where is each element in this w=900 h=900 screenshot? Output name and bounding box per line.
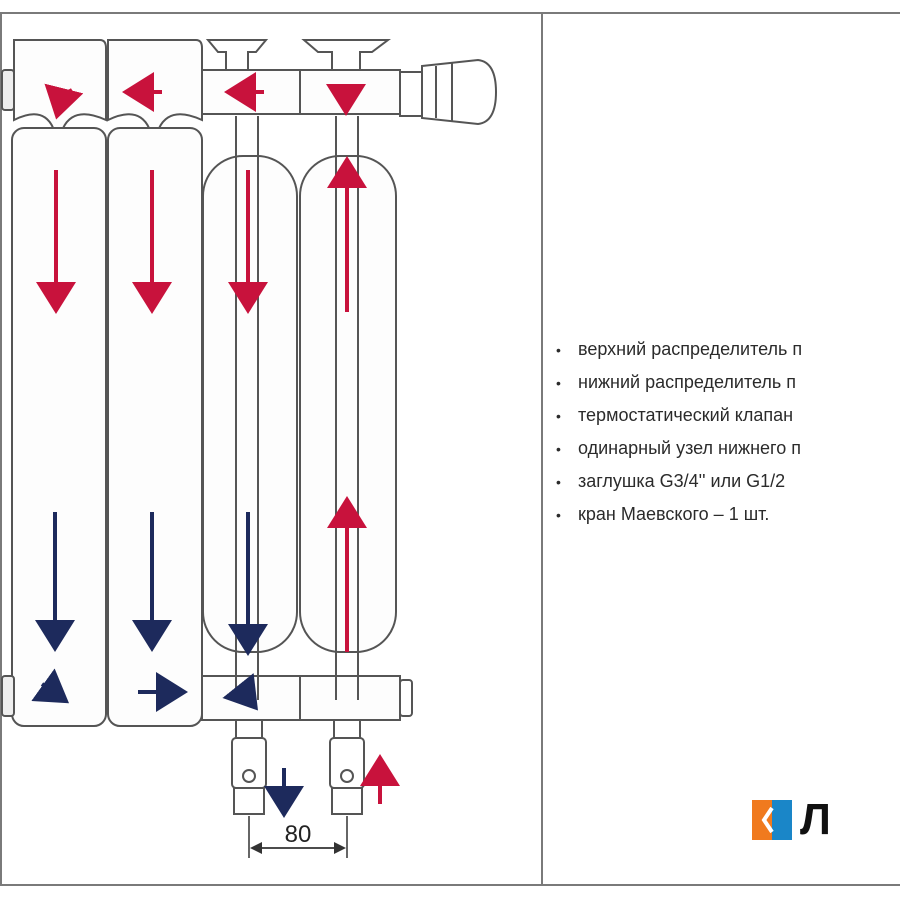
thermostatic-valve-icon (399, 58, 498, 126)
radiator-section-1 (11, 39, 107, 727)
radiator-diagram: 80 (1, 39, 498, 858)
radiator-section-3 (201, 69, 301, 721)
list-item: •заглушка G3/4'' или G1/2 (556, 471, 786, 491)
flow-arrow (44, 83, 84, 120)
return-flow-arrows (31, 512, 304, 818)
side-plugs (1, 69, 15, 717)
list-item: •нижний распределитель п (556, 372, 797, 392)
supply-flow-arrows (36, 72, 400, 804)
list-item: •термостатический клапан (556, 405, 794, 425)
dimension-label: 80 (285, 821, 312, 848)
figure-frame (0, 12, 900, 886)
radiator-section-4 (299, 69, 401, 721)
list-item: •кран Маевского – 1 шт. (556, 504, 770, 524)
dimension-line (248, 816, 348, 858)
spec-list: •верхний распределитель п •нижний распре… (556, 333, 802, 531)
left-border (0, 12, 2, 886)
panel-divider (541, 12, 543, 886)
inner-pipes (235, 116, 359, 700)
radiator-section-2 (107, 39, 203, 727)
top-valve-handles (205, 39, 391, 71)
flow-arrow (31, 668, 70, 704)
flow-arrow (326, 84, 366, 116)
flow-arrow (222, 673, 258, 711)
logo-icon (752, 800, 792, 840)
list-item: •верхний распределитель п (556, 339, 803, 359)
bottom-valves (231, 679, 413, 815)
logo-text: Л (800, 795, 832, 844)
list-item: •одинарный узел нижнего п (556, 438, 801, 458)
